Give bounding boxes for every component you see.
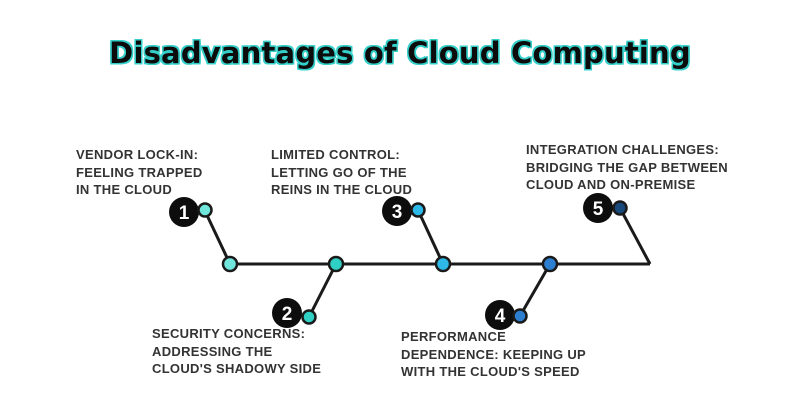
step-label-line: ADDRESSING THE bbox=[152, 343, 273, 359]
page-title: Disadvantages of Cloud Computing bbox=[109, 36, 691, 70]
step-label-line: INTEGRATION CHALLENGES: bbox=[526, 142, 719, 157]
step-label-1: VENDOR LOCK-IN: FEELING TRAPPED IN THE C… bbox=[76, 146, 203, 199]
node-dot-5 bbox=[612, 200, 628, 216]
step-label-line: REINS IN THE CLOUD bbox=[271, 182, 413, 197]
step-label-line: CLOUD'S SHADOWY SIDE bbox=[152, 361, 322, 376]
step-label-3: LIMITED CONTROL: LETTING GO OF THE REINS… bbox=[271, 146, 412, 199]
node-dot-4 bbox=[512, 308, 528, 324]
step-number-3: 3 bbox=[392, 202, 403, 223]
step-number-1: 1 bbox=[179, 203, 190, 224]
connector-line-4 bbox=[518, 263, 552, 317]
step-label-line: PERFORMANCE bbox=[401, 329, 507, 344]
step-label-4: PERFORMANCE DEPENDENCE: KEEPING UP WITH … bbox=[401, 328, 586, 381]
step-label-line: CLOUD AND ON-PREMISE bbox=[526, 177, 696, 192]
step-label-line: LIMITED CONTROL: bbox=[271, 147, 401, 162]
step-badge-3 bbox=[382, 196, 412, 226]
step-badge-5 bbox=[583, 193, 613, 223]
step-number-4: 4 bbox=[495, 306, 506, 327]
timeline-dot-1 bbox=[221, 255, 239, 273]
connector-line-1 bbox=[203, 210, 232, 265]
step-label-2: SECURITY CONCERNS: ADDRESSING THE CLOUD'… bbox=[152, 325, 321, 378]
node-dot-1 bbox=[197, 202, 213, 218]
connector-line-5 bbox=[618, 207, 652, 265]
node-dot-2 bbox=[301, 309, 317, 325]
step-label-line: FEELING TRAPPED bbox=[76, 164, 203, 180]
step-label-5: INTEGRATION CHALLENGES: BRIDGING THE GAP… bbox=[526, 141, 728, 194]
step-label-line: DEPENDENCE: KEEPING UP bbox=[401, 346, 587, 362]
step-badge-2 bbox=[272, 298, 302, 328]
step-number-5: 5 bbox=[593, 199, 604, 220]
connector-line-2 bbox=[307, 263, 338, 318]
step-label-line: IN THE CLOUD bbox=[76, 182, 173, 197]
connector-line-3 bbox=[416, 209, 445, 265]
step-label-line: VENDOR LOCK-IN: bbox=[76, 147, 199, 162]
step-label-line: BRIDGING THE GAP BETWEEN bbox=[526, 159, 728, 175]
step-label-line: LETTING GO OF THE bbox=[271, 164, 407, 180]
step-label-line: SECURITY CONCERNS: bbox=[152, 326, 306, 341]
step-number-2: 2 bbox=[282, 304, 293, 325]
step-badge-1 bbox=[169, 197, 199, 227]
timeline-dot-3 bbox=[434, 255, 452, 273]
node-dot-3 bbox=[410, 202, 426, 218]
step-badge-4 bbox=[485, 300, 515, 330]
timeline-dot-2 bbox=[327, 255, 345, 273]
step-label-line: WITH THE CLOUD'S SPEED bbox=[401, 364, 580, 379]
timeline-dot-4 bbox=[541, 255, 559, 273]
